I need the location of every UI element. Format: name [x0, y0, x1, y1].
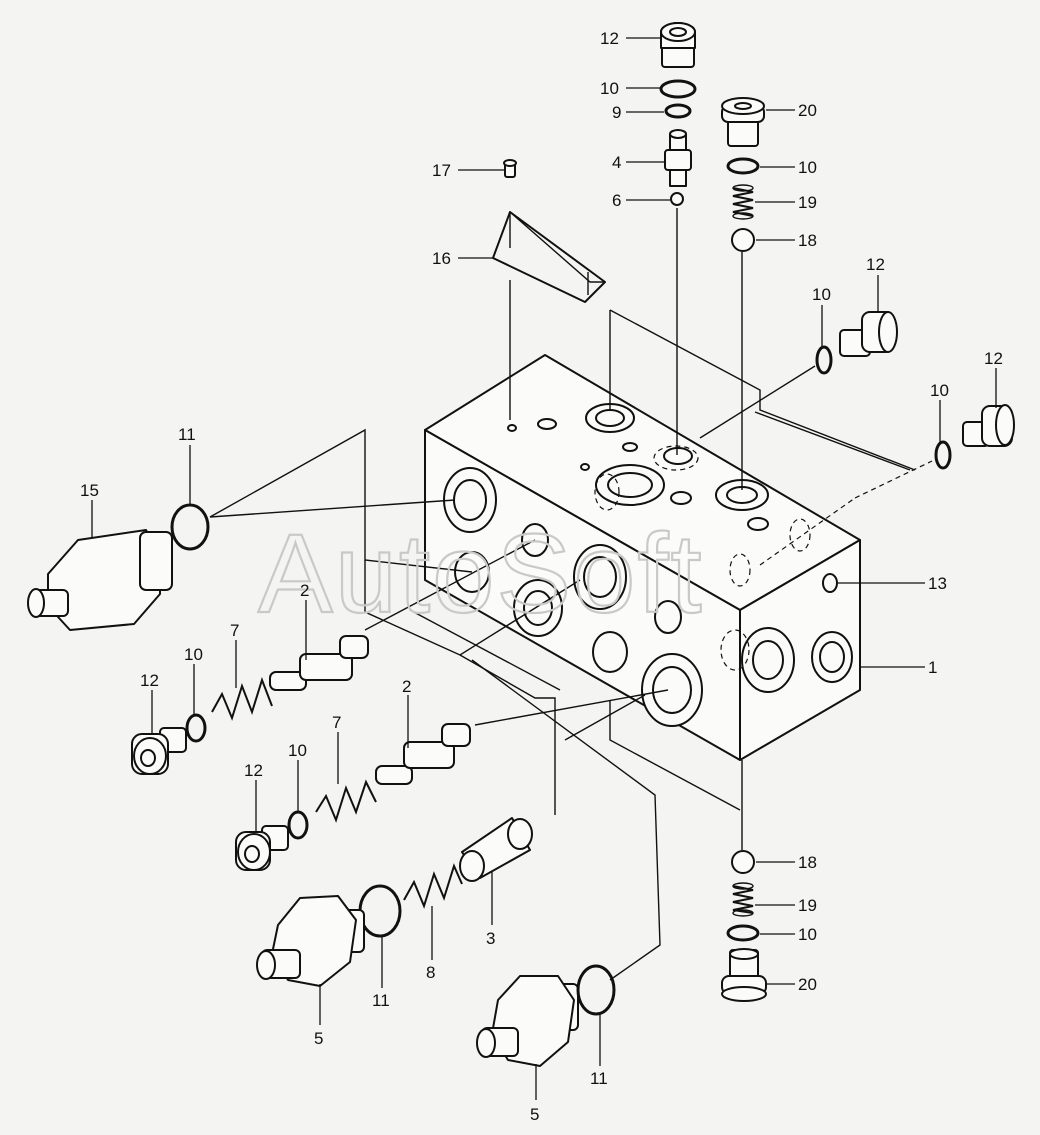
callout-10-top: 10	[600, 79, 619, 98]
plug-12-right-lower	[962, 404, 1015, 447]
centerlines	[209, 208, 933, 981]
valve-block-body	[424, 354, 861, 761]
callout-11-left: 11	[178, 425, 196, 444]
callout-10-left-lower: 10	[288, 741, 307, 760]
o-ring-10-right-upper	[815, 345, 833, 375]
callout-5-bottom: 5	[530, 1105, 539, 1124]
callout-10-right-lower: 10	[930, 381, 949, 400]
callout-2-lower: 2	[402, 677, 411, 696]
callout-10-upper-right: 10	[798, 158, 817, 177]
o-ring-10-left-lower	[287, 810, 309, 840]
o-ring-10-upper-right	[726, 157, 760, 175]
o-ring-11-left	[170, 503, 210, 551]
plug-12-top	[660, 22, 696, 68]
pin-17	[503, 159, 517, 178]
fitting-15	[27, 529, 173, 631]
callout-10-lower-right: 10	[798, 925, 817, 944]
callout-12-left-upper: 12	[140, 671, 159, 690]
o-ring-10-top	[659, 79, 697, 99]
callout-12-left-lower: 12	[244, 761, 263, 780]
o-ring-10-lower-right	[726, 924, 760, 942]
check-valve-4	[664, 129, 692, 187]
callout-5-left: 5	[314, 1029, 323, 1048]
callout-4: 4	[612, 153, 621, 172]
callout-20-bottom: 20	[798, 975, 817, 994]
o-ring-11-bottom	[576, 964, 616, 1016]
spring-19-top	[732, 184, 754, 220]
callout-10-left-upper: 10	[184, 645, 203, 664]
callout-13: 13	[928, 574, 947, 593]
o-ring-11-mid	[358, 884, 402, 938]
callout-8: 8	[426, 963, 435, 982]
callout-1: 1	[928, 658, 937, 677]
plug-12-left-lower	[235, 825, 289, 871]
spring-7-lower	[315, 779, 377, 823]
callout-6: 6	[612, 191, 621, 210]
fitting-5-left	[256, 895, 365, 987]
callout-18-top: 18	[798, 231, 817, 250]
fitting-5-bottom	[476, 975, 579, 1067]
plug-12-right-upper	[839, 311, 898, 357]
callout-16: 16	[432, 249, 451, 268]
callout-9: 9	[612, 103, 621, 122]
sleeve-3	[459, 817, 533, 882]
callout-19-bottom: 19	[798, 896, 817, 915]
callout-labels: 12 10 9 4 6 17 16 20 10 19 18 12 10 12 1…	[80, 29, 1003, 1124]
callout-15: 15	[80, 481, 99, 500]
spring-8	[403, 863, 463, 909]
callout-11-mid: 11	[372, 991, 390, 1010]
callout-7-upper: 7	[230, 621, 239, 640]
leader-lines	[91, 37, 997, 1100]
spool-2-upper	[269, 635, 369, 691]
o-ring-10-left-upper	[185, 713, 207, 743]
plate-16	[492, 211, 606, 303]
callout-12-top: 12	[600, 29, 619, 48]
watermark-text: AutoSoft	[258, 511, 704, 636]
callout-7-lower: 7	[332, 713, 341, 732]
callout-18-bottom: 18	[798, 853, 817, 872]
plug-20-top	[721, 97, 765, 147]
spring-19-bottom	[732, 882, 754, 917]
o-ring-10-right-lower	[934, 440, 952, 470]
spring-7-upper	[211, 676, 273, 721]
ball-6	[670, 192, 684, 206]
callout-10-right-upper: 10	[812, 285, 831, 304]
callout-3: 3	[486, 929, 495, 948]
plug-12-left-upper	[131, 727, 187, 775]
callout-12-right-lower: 12	[984, 349, 1003, 368]
callout-17: 17	[432, 161, 451, 180]
callout-11-bottom: 11	[590, 1069, 608, 1088]
callout-12-right-upper: 12	[866, 255, 885, 274]
o-ring-9	[664, 103, 692, 119]
ball-18-top	[731, 228, 755, 252]
callout-19-top: 19	[798, 193, 817, 212]
callout-20-top: 20	[798, 101, 817, 120]
spool-2-lower	[375, 723, 471, 785]
callout-2-upper: 2	[300, 581, 309, 600]
plug-20-bottom	[721, 948, 767, 1002]
ball-18-bottom	[731, 850, 755, 874]
